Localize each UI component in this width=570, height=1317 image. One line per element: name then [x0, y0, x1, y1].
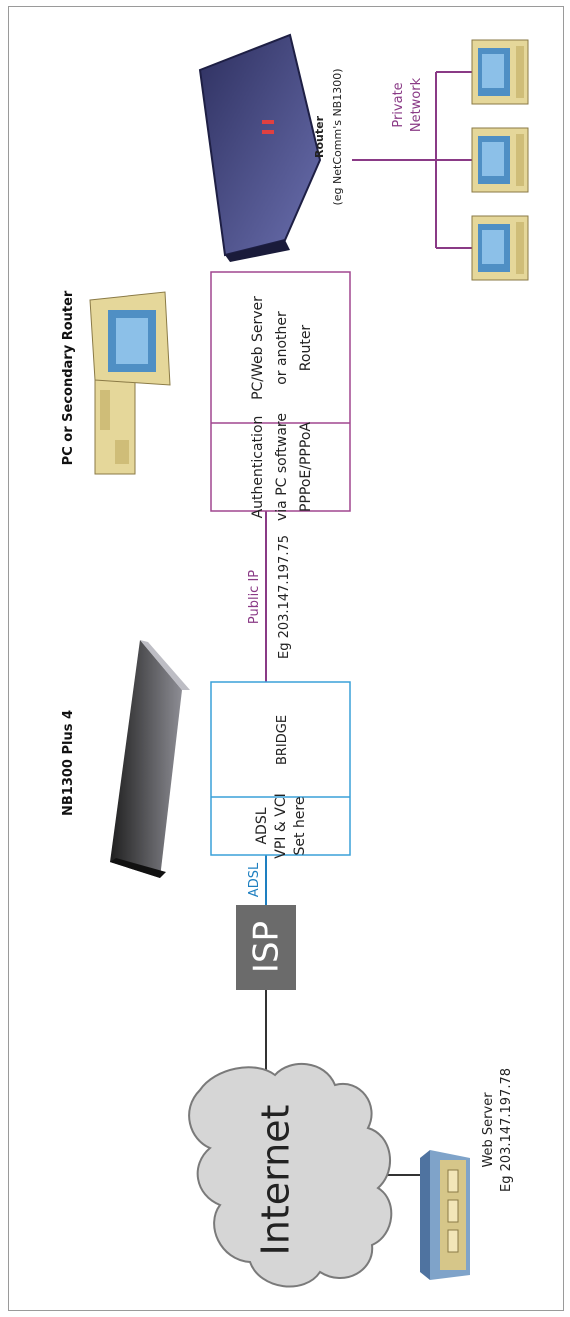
adsl-line2: VPI & VCI	[273, 793, 289, 858]
private-network-line1: Private	[391, 82, 406, 127]
public-ip-label: Public IP	[247, 570, 262, 624]
pc-caption: PC or Secondary Router	[61, 290, 76, 465]
adsl-line1: ADSL	[254, 807, 270, 844]
router-model: (eg NetComm's NB1300)	[331, 68, 344, 205]
adsl-line3: Set here	[292, 797, 308, 856]
auth-box	[210, 271, 351, 512]
pc-server-line3: Router	[298, 325, 314, 372]
computer-icon	[471, 215, 529, 281]
computer-icon	[471, 127, 529, 193]
modem-icon	[110, 640, 190, 878]
pc-icon	[89, 291, 171, 475]
internet-label: Internet	[254, 1105, 298, 1256]
cloud-icon	[188, 1062, 393, 1288]
router-label: Router	[313, 115, 326, 158]
public-ip-example: Eg 203.147.197.75	[277, 535, 292, 659]
server-icon	[420, 1150, 470, 1280]
auth-line2: via PC software	[274, 413, 290, 521]
auth-line1: Authentication	[250, 416, 266, 519]
computer-icon	[471, 39, 529, 105]
adsl-link-label: ADSL	[247, 862, 262, 897]
web-server-ip: Eg 203.147.197.78	[499, 1068, 514, 1192]
private-network-line2: Network	[409, 77, 424, 132]
isp-label: ISP	[247, 921, 287, 973]
device-label: NB1300 Plus 4	[61, 710, 76, 816]
router-icon	[198, 33, 322, 262]
bridge-label: BRIDGE	[275, 715, 290, 765]
pc-server-line1: PC/Web Server	[250, 296, 266, 400]
auth-line3: PPPoE/PPPoA	[298, 422, 314, 512]
pc-server-line2: or another	[274, 311, 290, 385]
diagram-frame	[8, 6, 564, 1311]
isp-box	[236, 905, 296, 990]
bridge-box	[210, 681, 351, 856]
web-server-label: Web Server	[481, 1092, 496, 1168]
